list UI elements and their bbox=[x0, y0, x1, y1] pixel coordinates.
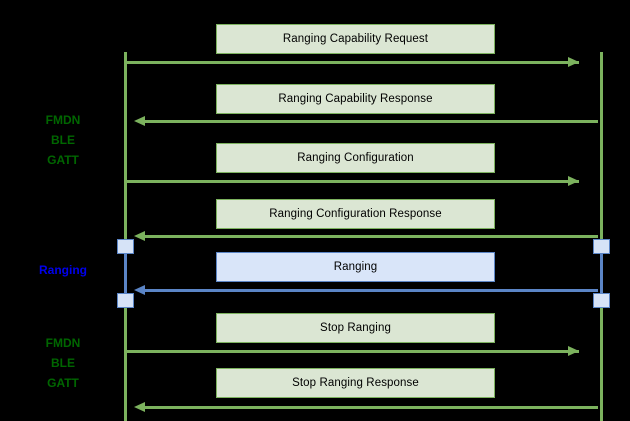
phase-label-ranging: Ranging bbox=[39, 263, 87, 277]
left-lifeline-ranging-segment bbox=[124, 252, 127, 300]
message-arrow-line-ranging bbox=[145, 289, 598, 292]
activation-left-bottom bbox=[117, 293, 134, 308]
phase-label-fmdn-ble-gatt-top: FMDN BLE GATT bbox=[45, 113, 81, 167]
activation-left-top bbox=[117, 239, 134, 254]
message-box-stop-ranging-response[interactable]: Stop Ranging Response bbox=[216, 368, 495, 398]
message-arrow-head-ranging bbox=[134, 285, 145, 295]
message-box-ranging-capability-request[interactable]: Ranging Capability Request bbox=[216, 24, 495, 54]
message-arrow-head-ranging-capability-response bbox=[134, 116, 145, 126]
message-box-ranging-configuration-response[interactable]: Ranging Configuration Response bbox=[216, 199, 495, 229]
message-box-ranging[interactable]: Ranging bbox=[216, 252, 495, 282]
message-arrow-line-ranging-configuration-response bbox=[145, 235, 598, 238]
left-lifeline-lower bbox=[124, 299, 127, 421]
message-arrow-line-stop-ranging-response bbox=[145, 406, 598, 409]
message-arrow-head-stop-ranging-response bbox=[134, 402, 145, 412]
message-arrow-head-ranging-capability-request bbox=[568, 57, 579, 67]
activation-right-bottom bbox=[593, 293, 610, 308]
message-arrow-head-ranging-configuration-response bbox=[134, 231, 145, 241]
activation-right-top bbox=[593, 239, 610, 254]
message-box-ranging-configuration[interactable]: Ranging Configuration bbox=[216, 143, 495, 173]
right-lifeline-ranging-segment bbox=[600, 252, 603, 300]
left-lifeline-upper bbox=[124, 52, 127, 245]
right-lifeline-upper bbox=[600, 52, 603, 245]
message-box-stop-ranging[interactable]: Stop Ranging bbox=[216, 313, 495, 343]
phase-label-fmdn-ble-gatt-bottom: FMDN BLE GATT bbox=[45, 336, 81, 390]
message-arrow-head-ranging-configuration bbox=[568, 176, 579, 186]
message-arrow-line-ranging-capability-request bbox=[127, 61, 579, 64]
message-arrow-line-ranging-configuration bbox=[127, 180, 579, 183]
message-arrow-head-stop-ranging bbox=[568, 346, 579, 356]
right-lifeline-lower bbox=[600, 299, 603, 421]
message-box-ranging-capability-response[interactable]: Ranging Capability Response bbox=[216, 84, 495, 114]
message-arrow-line-ranging-capability-response bbox=[145, 120, 598, 123]
message-arrow-line-stop-ranging bbox=[127, 350, 579, 353]
